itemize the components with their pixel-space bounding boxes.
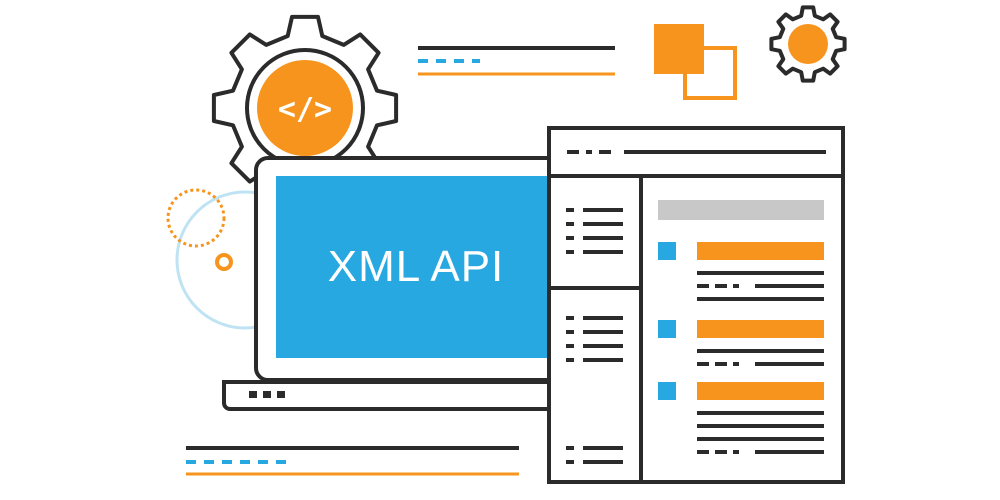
laptop-screen [276, 176, 548, 358]
content-item-2 [658, 320, 824, 366]
code-icon [257, 60, 353, 156]
code-symbol: </> [278, 92, 332, 127]
gear-icon: </> [211, 14, 399, 202]
small-gear-icon [769, 5, 847, 83]
laptop-icon: XML API [222, 156, 582, 411]
browser-window-icon [547, 126, 845, 484]
content-item-1 [658, 242, 824, 301]
sidebar-list-3 [566, 446, 623, 464]
decor-lines-bottom [186, 446, 519, 476]
overlapping-squares-icon [654, 24, 737, 100]
content-header-bar [658, 200, 824, 220]
content-item-3 [658, 382, 824, 454]
sidebar-list-2 [566, 316, 623, 362]
sidebar-list-1 [566, 208, 623, 254]
screen-title: XML API [328, 242, 505, 291]
decor-lines-top [418, 46, 615, 76]
